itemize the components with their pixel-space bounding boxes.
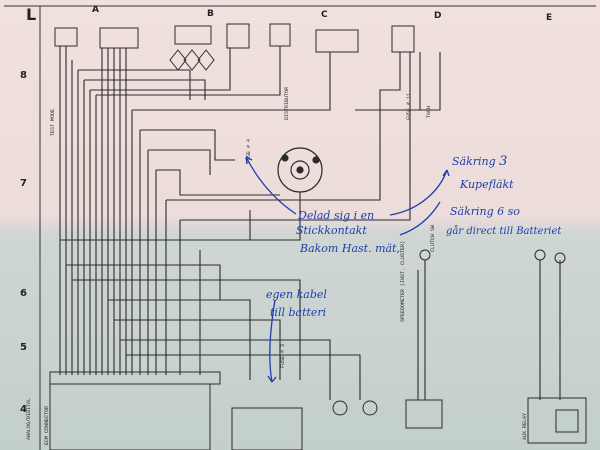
left-edge-label: ANALOG/DIGITAL	[26, 398, 32, 440]
ink-arrows	[245, 156, 450, 383]
test-mode-label: TEST MODE	[50, 109, 56, 136]
tach-label: TACH	[426, 106, 432, 118]
ruler-row-8: 8	[20, 70, 27, 81]
ruler-col-e: E	[546, 13, 552, 23]
ecm-label: ECM CONNECTOR	[44, 406, 50, 445]
ruler-row-6: 6	[20, 288, 27, 299]
diagram-frame	[4, 5, 596, 450]
bottom-components	[231, 249, 587, 450]
ruler-row-7: 7	[20, 178, 27, 189]
column-ruler: A B C D E L	[26, 5, 552, 24]
note-stickkontakt: Stickkontakt	[296, 224, 367, 237]
ruler-row-4: 4	[20, 404, 27, 415]
note-till-batteri: till batteri	[270, 306, 326, 319]
note-kupeflakt: Kupefläkt	[459, 178, 514, 191]
handwritten-notes: Delad sig i en Stickkontakt Bakom Hast. …	[266, 154, 562, 319]
fuse-11-label: FUSE # 11	[406, 93, 412, 120]
ruler-col-b: B	[207, 9, 214, 19]
distributor-label: DISTRIBUTOR	[284, 87, 290, 120]
fuse-4-label: FUSE # 4	[246, 139, 252, 163]
clutch-sw-label: CLUTCH SW	[430, 225, 436, 252]
note-batteriet: går direct till Batteriet	[446, 225, 562, 237]
distributor	[277, 147, 323, 193]
ruler-col-a: A	[92, 5, 99, 15]
ruler-corner: L	[26, 5, 36, 24]
ecm-connector	[49, 371, 221, 450]
top-connectors	[54, 23, 415, 71]
note-egen-kabel: egen kabel	[266, 288, 327, 301]
aux-relay-label: AUX RELAY	[522, 413, 528, 440]
note-sakring3: Säkring 3	[452, 154, 507, 169]
note-sakring6: Säkring 6 so	[450, 205, 520, 218]
fuse-3-label: FUSE # 3	[280, 344, 286, 368]
speedometer-label: SPEEDOMETER (INST. CLUSTER)	[400, 241, 406, 322]
ruler-row-5: 5	[20, 342, 27, 353]
ruler-col-d: D	[434, 11, 441, 21]
row-ruler: 8 7 6 5 4	[20, 70, 27, 415]
ruler-col-c: C	[321, 10, 328, 20]
wire-bundle	[59, 46, 561, 400]
note-bakom: Bakom Hast. mät,	[299, 242, 400, 255]
note-delad: Delad sig i en	[297, 209, 374, 222]
